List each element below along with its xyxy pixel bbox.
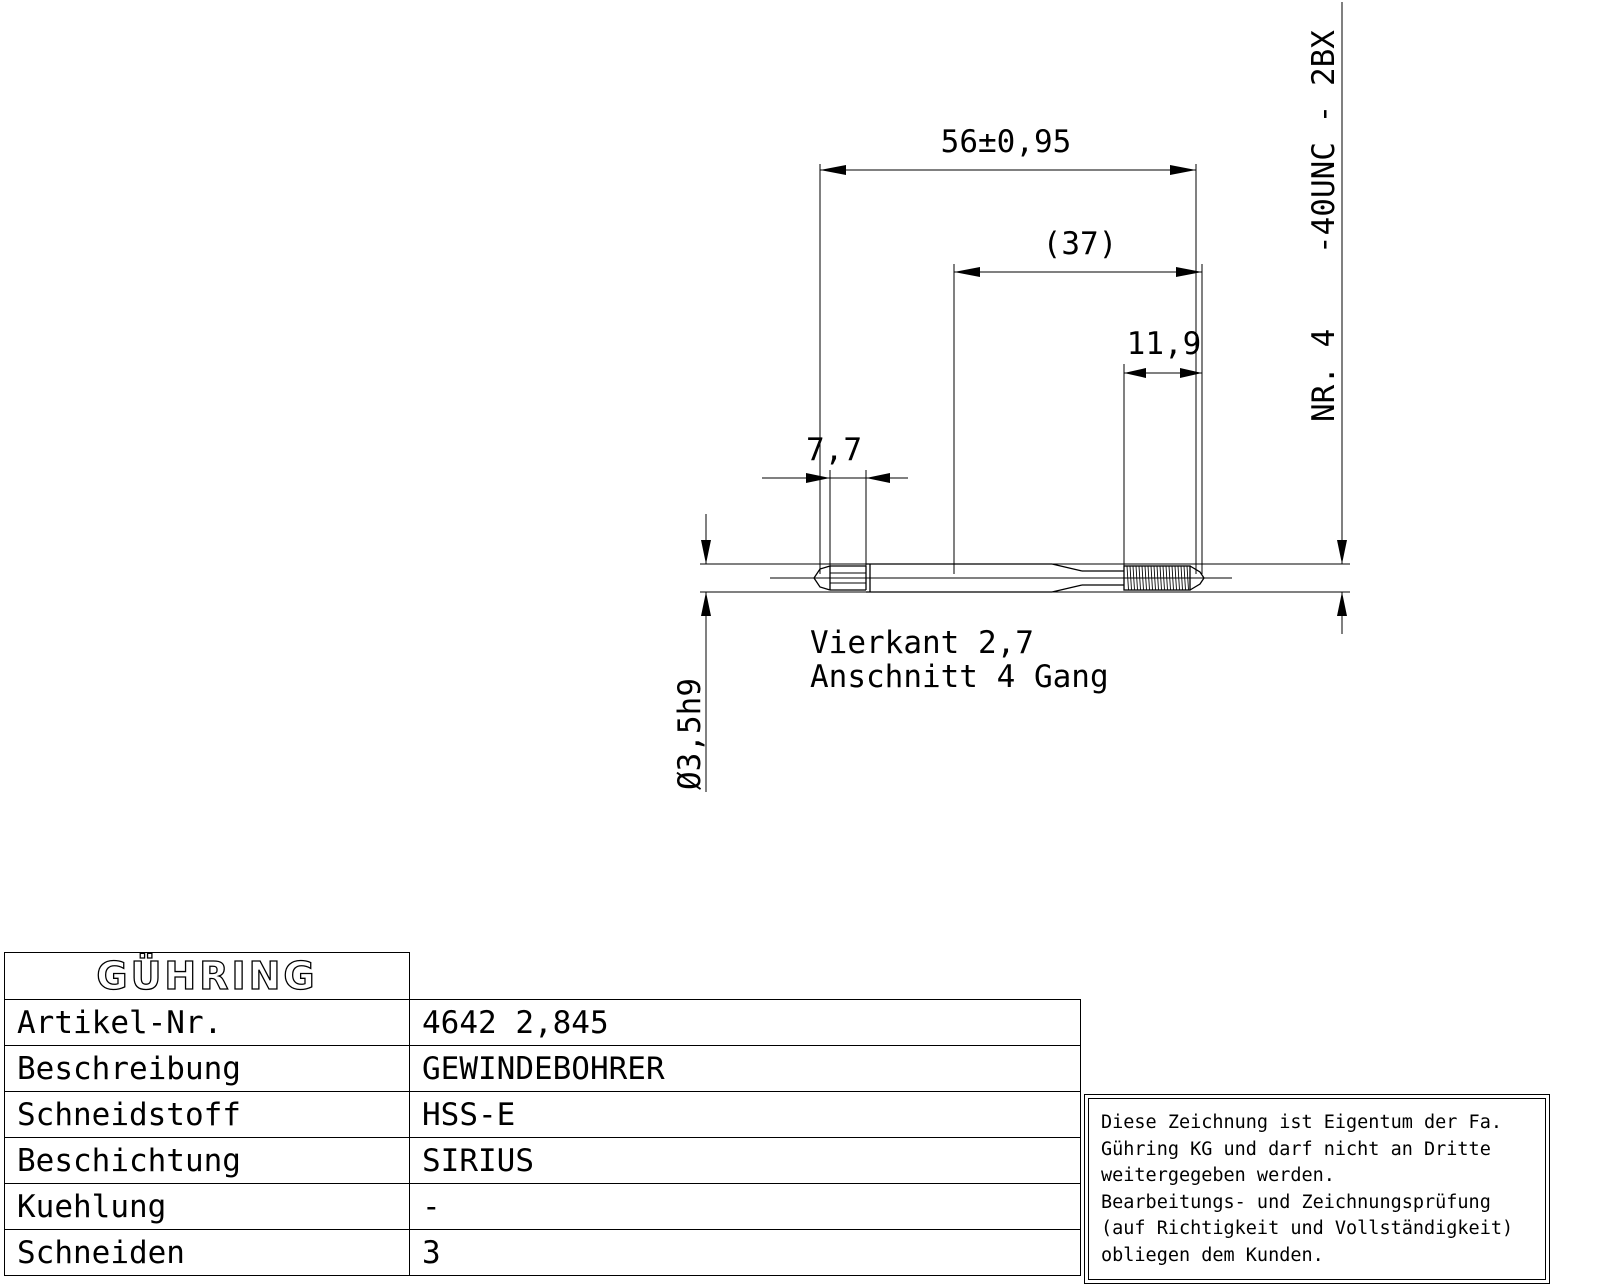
technical-drawing: 56±0,95 (37) 11,9 7,7 Ø3,5h9 NR. 4 -40UN… (672, 2, 1350, 792)
square-end-chamfer (813, 565, 831, 591)
note-square: Vierkant 2,7 (810, 625, 1034, 661)
title-block-value: 3 (409, 1229, 1081, 1276)
guehring-logo: GÜHRING (96, 954, 318, 998)
dim-thread-length: 11,9 (1124, 326, 1202, 378)
thread-hatch (1126, 565, 1189, 591)
tap-tip (1189, 565, 1205, 591)
tap-outline (770, 563, 1232, 593)
dim-shank-diameter: Ø3,5h9 (672, 514, 711, 792)
title-block-label: Kuehlung (4, 1183, 410, 1230)
title-block-value: SIRIUS (409, 1137, 1081, 1184)
dim-square-length: 7,7 (762, 432, 908, 483)
title-block-row: Kuehlung- (4, 1183, 1081, 1230)
dim-thread-designation: NR. 4 -40UNC - 2BX (1306, 2, 1347, 634)
title-block-row: Artikel-Nr.4642 2,845 (4, 999, 1081, 1046)
title-block-label: Artikel-Nr. (4, 999, 410, 1046)
dim-shank-diameter-label: Ø3,5h9 (672, 678, 708, 790)
title-block-value: GEWINDEBOHRER (409, 1045, 1081, 1092)
title-block-label: Beschichtung (4, 1137, 410, 1184)
title-block-label: Beschreibung (4, 1045, 410, 1092)
dim-thread-designation-label: NR. 4 -40UNC - 2BX (1306, 30, 1342, 422)
title-block-label: Schneiden (4, 1229, 410, 1276)
title-block-value: - (409, 1183, 1081, 1230)
dim-reference-length: (37) (954, 226, 1202, 277)
title-block-value: HSS-E (409, 1091, 1081, 1138)
dim-square-length-label: 7,7 (806, 432, 862, 468)
title-block-label: Schneidstoff (4, 1091, 410, 1138)
note-chamfer: Anschnitt 4 Gang (810, 659, 1109, 695)
extension-lines (700, 164, 1350, 593)
logo-cell: GÜHRING (4, 952, 410, 999)
ownership-disclaimer-box: Diese Zeichnung ist Eigentum der Fa. Güh… (1084, 1094, 1550, 1284)
dim-thread-length-label: 11,9 (1127, 326, 1202, 362)
dim-overall-length-label: 56±0,95 (941, 124, 1072, 160)
dim-reference-length-label: (37) (1043, 226, 1118, 262)
title-block-value: 4642 2,845 (409, 999, 1081, 1046)
ownership-disclaimer-text: Diese Zeichnung ist Eigentum der Fa. Güh… (1088, 1098, 1546, 1280)
dim-overall-length: 56±0,95 (820, 124, 1196, 175)
